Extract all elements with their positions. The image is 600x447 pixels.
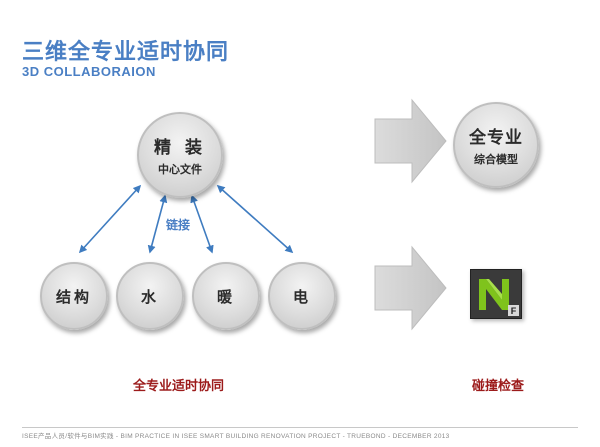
big-arrow-bottom (374, 245, 447, 331)
integrated-model-circle: 全专业 综合模型 (453, 102, 539, 188)
footer-divider (22, 427, 578, 428)
discipline-label: 结构 (55, 287, 92, 306)
center-circle-subtitle: 中心文件 (158, 163, 202, 176)
link-arrow-water (147, 194, 168, 254)
link-arrow-structure (78, 184, 142, 254)
big-arrow-top (374, 98, 447, 184)
link-label: 链接 (166, 218, 191, 232)
caption-collaboration: 全专业适时协同 (133, 379, 225, 394)
navisworks-icon: F (470, 269, 522, 319)
discipline-circle-water: 水 (116, 262, 184, 330)
discipline-circle-structure: 结构 (40, 262, 108, 330)
center-file-circle: 精 装 中心文件 (137, 112, 223, 198)
footer-text: ISEE产品人员/软件与BIM实践 - BIM PRACTICE IN ISEE… (22, 433, 450, 440)
center-circle-title: 精 装 (154, 138, 206, 158)
page-subtitle: 3D COLLABORAION (22, 64, 156, 79)
discipline-label: 暖 (216, 287, 235, 306)
page-title: 三维全专业适时协同 (22, 40, 230, 65)
discipline-label: 水 (140, 287, 159, 306)
caption-clash-detection: 碰撞检查 (472, 379, 525, 394)
integrated-model-title: 全专业 (469, 128, 523, 148)
discipline-label: 电 (292, 287, 311, 306)
link-arrow-electric (216, 184, 294, 254)
link-arrow-heating (190, 194, 214, 254)
discipline-circle-heating: 暖 (192, 262, 260, 330)
software-badge: F (508, 305, 519, 316)
integrated-model-subtitle: 综合模型 (474, 153, 518, 166)
discipline-circle-electric: 电 (268, 262, 336, 330)
